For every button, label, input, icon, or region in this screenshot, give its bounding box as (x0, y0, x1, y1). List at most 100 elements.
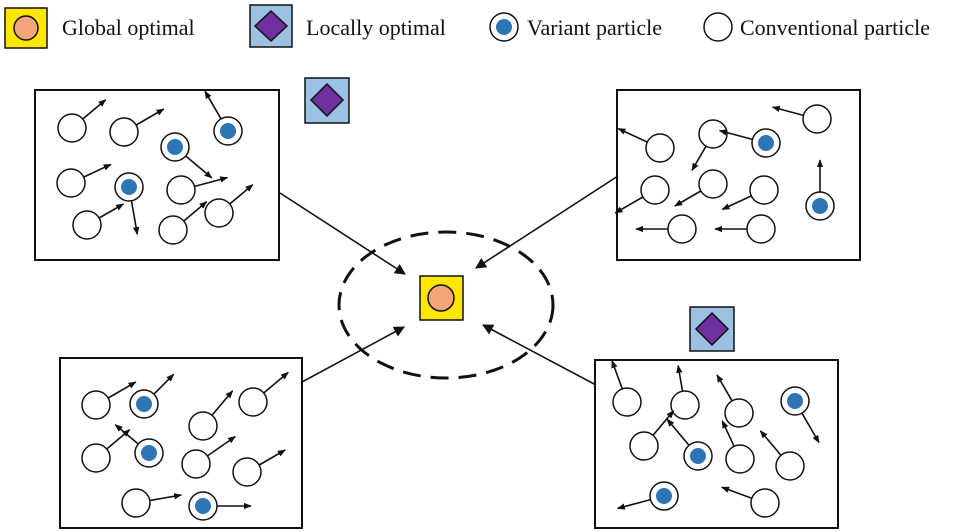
particle-circle (802, 104, 832, 134)
conventional-particle (721, 420, 755, 474)
particle-variant-dot (167, 139, 183, 155)
particle-variant-dot (220, 123, 236, 139)
variant-particle (114, 172, 144, 236)
velocity-arrow (718, 129, 754, 141)
conventional-particle (232, 449, 286, 487)
particle-circle (612, 387, 642, 417)
legend-variant-label: Variant particle (527, 15, 662, 40)
conventional-particle (674, 169, 728, 207)
velocity-arrow (771, 105, 805, 117)
particle-circle (81, 390, 111, 420)
conventional-particle (121, 488, 183, 518)
particle-circle (81, 443, 111, 473)
particle-variant-dot (141, 445, 157, 461)
particle-variant-dot (812, 198, 828, 214)
arrow-bottom-left (301, 326, 405, 383)
variant-particle (805, 159, 835, 221)
legend-variant-particle: Variant particle (489, 12, 662, 42)
velocity-arrow (184, 154, 213, 179)
velocity-arrow (651, 410, 675, 437)
swarm-box-bottom-right (594, 359, 839, 529)
particle-circle (204, 198, 234, 228)
velocity-arrow (800, 411, 820, 444)
variant-particle (780, 386, 820, 444)
conventional-particle (204, 184, 254, 228)
velocity-arrow (206, 435, 236, 458)
particle-variant-dot (121, 179, 137, 195)
velocity-arrow (97, 203, 125, 220)
particle-variant-dot (136, 396, 152, 412)
velocity-arrow (134, 108, 165, 127)
particle-circle (698, 169, 728, 199)
conventional-particle (759, 430, 805, 481)
conventional-particle (721, 486, 780, 518)
legend-global-label: Global optimal (62, 15, 195, 40)
particle-circle (158, 215, 188, 245)
conventional-particle (158, 201, 208, 245)
velocity-arrow (614, 195, 645, 214)
particle-circle (57, 113, 87, 143)
variant-particle (129, 373, 175, 419)
particle-variant-dot (787, 393, 803, 409)
particle-circle (670, 390, 700, 420)
convergence-arrows (279, 175, 619, 386)
conventional-particle-icon (703, 12, 733, 42)
global-optimal-marker (419, 275, 464, 321)
particle-variant-dot (656, 488, 672, 504)
velocity-arrow (721, 194, 753, 211)
velocity-arrow (616, 498, 652, 510)
particle-circle (232, 457, 262, 487)
arrow-bottom-right (482, 324, 597, 386)
velocity-arrow (106, 381, 137, 400)
conventional-particle (721, 175, 779, 211)
conventional-particle (617, 127, 675, 163)
arrow-top-left (279, 192, 406, 275)
variant-particle-icon-dot (496, 19, 512, 35)
velocity-arrow (716, 374, 734, 403)
global-optimal-circle (427, 284, 455, 312)
velocity-arrow (691, 144, 708, 172)
particle-circle (629, 431, 659, 461)
velocity-arrow (152, 373, 175, 396)
velocity-arrow (611, 359, 624, 391)
legend-local-label: Locally optimal (306, 15, 446, 40)
conventional-particle (72, 203, 125, 240)
velocity-arrow (721, 486, 754, 500)
particle-circle (667, 214, 697, 244)
velocity-arrow (257, 449, 286, 467)
particle-circle (750, 488, 780, 518)
variant-particle (204, 90, 243, 146)
conventional-particle (691, 119, 728, 172)
local-optimal-diamond (309, 82, 345, 118)
conventional-particle (56, 163, 112, 198)
arrow-top-right (475, 175, 619, 269)
particle-circle (746, 214, 776, 244)
velocity-arrow (130, 199, 140, 236)
velocity-arrow (105, 429, 131, 451)
particle-circle (724, 398, 754, 428)
particle-circle (749, 175, 779, 205)
velocity-arrow (228, 184, 254, 206)
conventional-particle (714, 214, 776, 244)
conventional-particle (614, 175, 670, 214)
velocity-arrow (721, 420, 736, 448)
velocity-arrow (204, 90, 223, 121)
conventional-particle (81, 429, 131, 473)
velocity-arrow (193, 176, 229, 188)
velocity-arrow (114, 424, 140, 446)
swarm-4-particles (611, 359, 820, 518)
velocity-arrow (210, 390, 234, 417)
particles (56, 90, 835, 521)
particle-circle (698, 119, 728, 149)
particle-variant-dot (690, 448, 706, 464)
velocity-arrow (676, 364, 684, 393)
conventional-particle (109, 108, 165, 147)
swarm-box-bottom-left (59, 357, 303, 529)
velocity-arrow (674, 189, 703, 207)
velocity-arrow (82, 163, 112, 179)
variant-particle (718, 128, 781, 158)
velocity-arrow (759, 430, 783, 457)
conventional-particle (57, 99, 107, 143)
swarm-1-particles (56, 90, 254, 245)
